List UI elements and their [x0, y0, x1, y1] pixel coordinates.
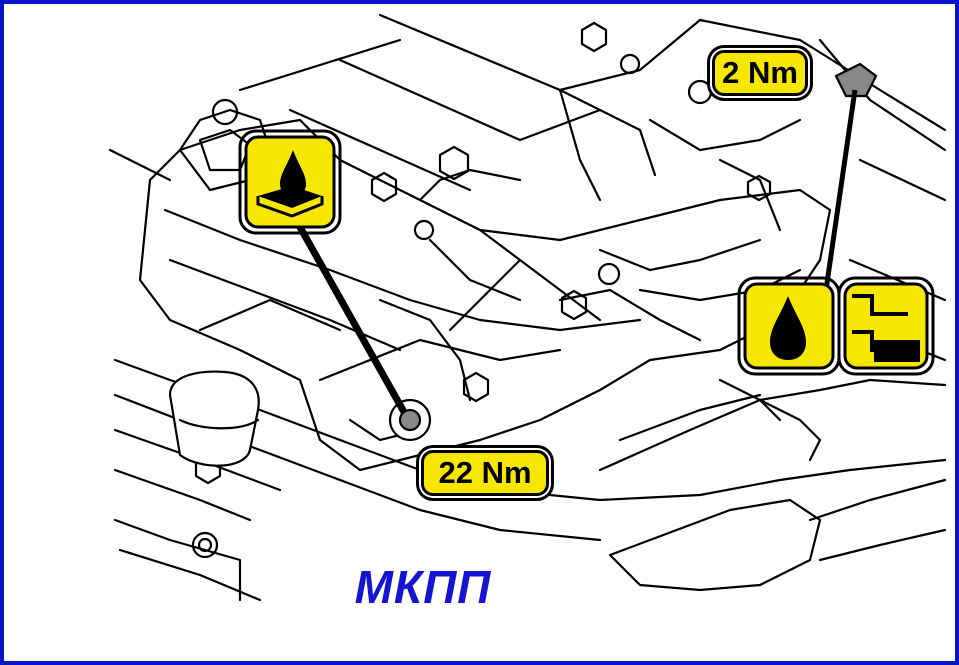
breather-cap [834, 62, 878, 98]
figure-caption: МКПП [354, 561, 492, 613]
oil-fill-level-icon [238, 129, 342, 235]
torque-label-upper: 2 Nm [712, 50, 808, 96]
torque-label-lower: 22 Nm [421, 450, 549, 496]
oil-drop-icon [737, 276, 841, 376]
leader-line-breather [823, 89, 858, 291]
drain-fitting-icon [837, 276, 935, 376]
fill-plug [388, 398, 432, 442]
leader-line-fill-plug [292, 218, 408, 414]
